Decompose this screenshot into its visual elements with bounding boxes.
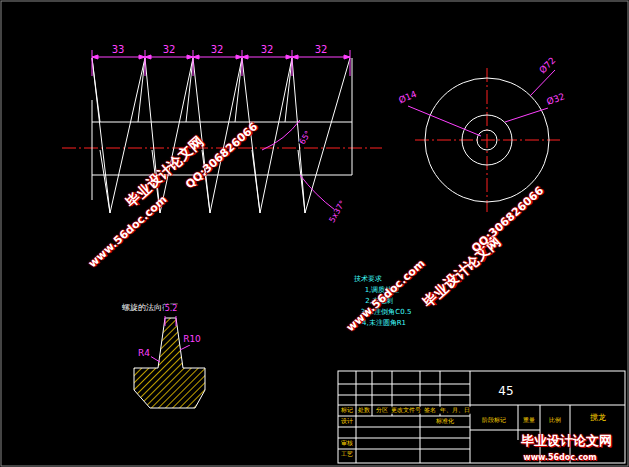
table-cell: 更改文件号 [390, 407, 422, 414]
diameter-text: Ø14 [397, 90, 420, 107]
table-cell: 比例 [548, 417, 562, 424]
table-cell: 年、月、日 [439, 407, 471, 414]
watermark: QQ:306826066 [184, 121, 260, 192]
part-name: 搅龙 [589, 414, 607, 423]
radius-text: R10 [182, 335, 202, 345]
angle-text: 5x37° [328, 199, 349, 226]
diameter-text: Ø72 [537, 55, 559, 77]
table-cell: 分区 [375, 407, 389, 414]
table-cell: 签名 [423, 407, 437, 414]
table-cell: 标记 [340, 407, 354, 414]
table-cell: 设计 [340, 418, 354, 425]
material-text: 45 [497, 385, 514, 398]
table-cell: 重量 [522, 417, 536, 424]
radius-text: R4 [137, 349, 151, 359]
dimension-text: 5.2 [164, 305, 179, 314]
watermark: QQ:306826066 [470, 185, 546, 256]
table-cell: 处数 [357, 407, 371, 414]
note-heading: 技术要求 [353, 276, 383, 284]
table-cell: 标准化 [435, 418, 455, 425]
dimension-text: 32 [314, 44, 329, 55]
table-cell: 工艺 [340, 451, 354, 458]
watermark: 毕业设计论文网 [521, 434, 612, 448]
table-cell: 审核 [340, 440, 354, 447]
dimension-text: 32 [210, 44, 225, 55]
angle-text: 65° [298, 129, 314, 147]
dimension-text: 33 [111, 44, 126, 55]
diameter-text: Ø32 [545, 92, 568, 108]
watermark: 毕业设计论文网 [420, 233, 503, 310]
watermark: www.56doc.com [523, 454, 596, 463]
table-cell: 阶段标记 [481, 417, 507, 424]
dimension-text: 32 [260, 44, 275, 55]
note-line: 4,未注圆角R1 [361, 320, 407, 328]
dimension-text: 32 [162, 44, 177, 55]
